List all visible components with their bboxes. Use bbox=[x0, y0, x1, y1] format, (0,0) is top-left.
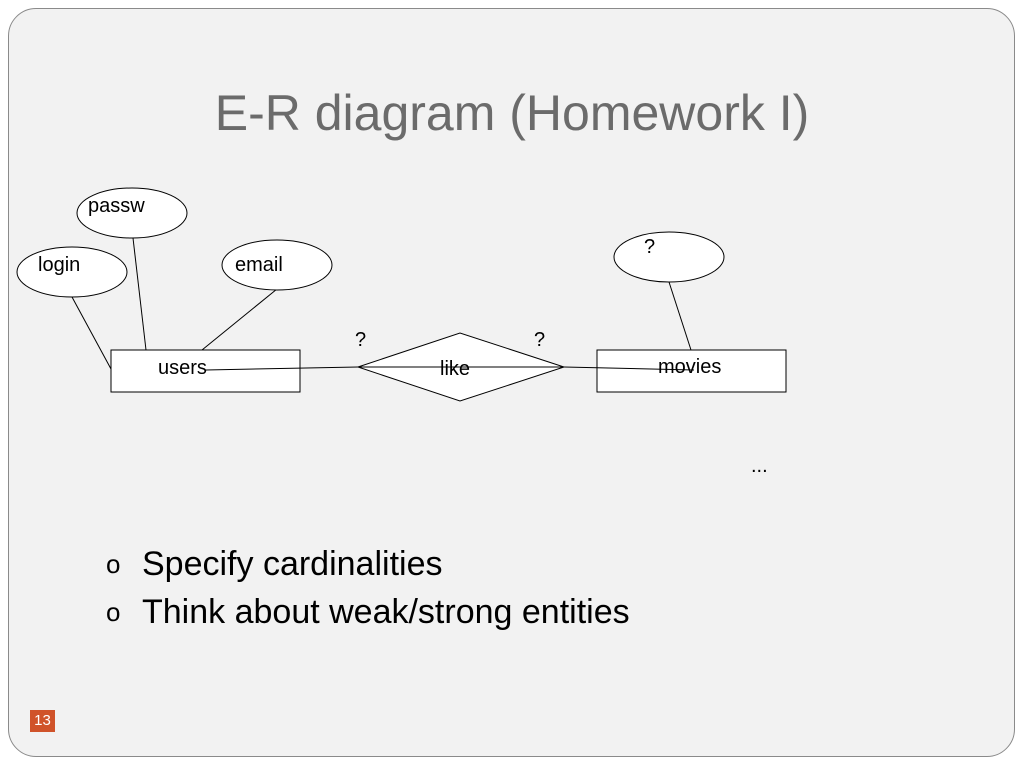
email-attribute bbox=[221, 239, 333, 291]
bullet-text: Think about weak/strong entities bbox=[142, 593, 630, 631]
bullet-item: o Specify cardinalities bbox=[106, 540, 630, 588]
bullet-marker: o bbox=[106, 597, 121, 627]
cardinality-right: ? bbox=[534, 329, 546, 351]
movies-label: movies bbox=[658, 356, 722, 378]
login-attribute bbox=[16, 246, 128, 298]
login-label: login bbox=[38, 254, 81, 276]
movies-entity bbox=[596, 349, 787, 393]
movie-attribute-label: ? bbox=[644, 236, 656, 258]
users-like-link bbox=[205, 366, 359, 371]
ellipsis-text: ... bbox=[751, 455, 768, 477]
email-label: email bbox=[235, 254, 283, 276]
like-label: like bbox=[440, 358, 471, 380]
movie-attr-connector bbox=[668, 281, 692, 351]
bullet-item: o Think about weak/strong entities bbox=[106, 588, 630, 636]
slide-title: E-R diagram (Homework I) bbox=[214, 85, 810, 141]
like-movies-link bbox=[563, 366, 695, 371]
users-label: users bbox=[158, 357, 207, 379]
passw-label: passw bbox=[88, 195, 145, 217]
passw-attribute bbox=[76, 187, 188, 239]
bullet-marker: o bbox=[106, 549, 121, 579]
cardinality-left: ? bbox=[355, 329, 367, 351]
page-number-badge: 13 bbox=[30, 710, 55, 732]
bullet-list: o Specify cardinalities o Think about we… bbox=[106, 540, 630, 636]
bullet-text: Specify cardinalities bbox=[142, 545, 443, 583]
users-entity bbox=[110, 349, 301, 393]
passw-connector bbox=[132, 237, 147, 351]
email-connector bbox=[201, 288, 278, 351]
login-connector bbox=[71, 296, 112, 370]
movie-attribute bbox=[613, 231, 725, 283]
